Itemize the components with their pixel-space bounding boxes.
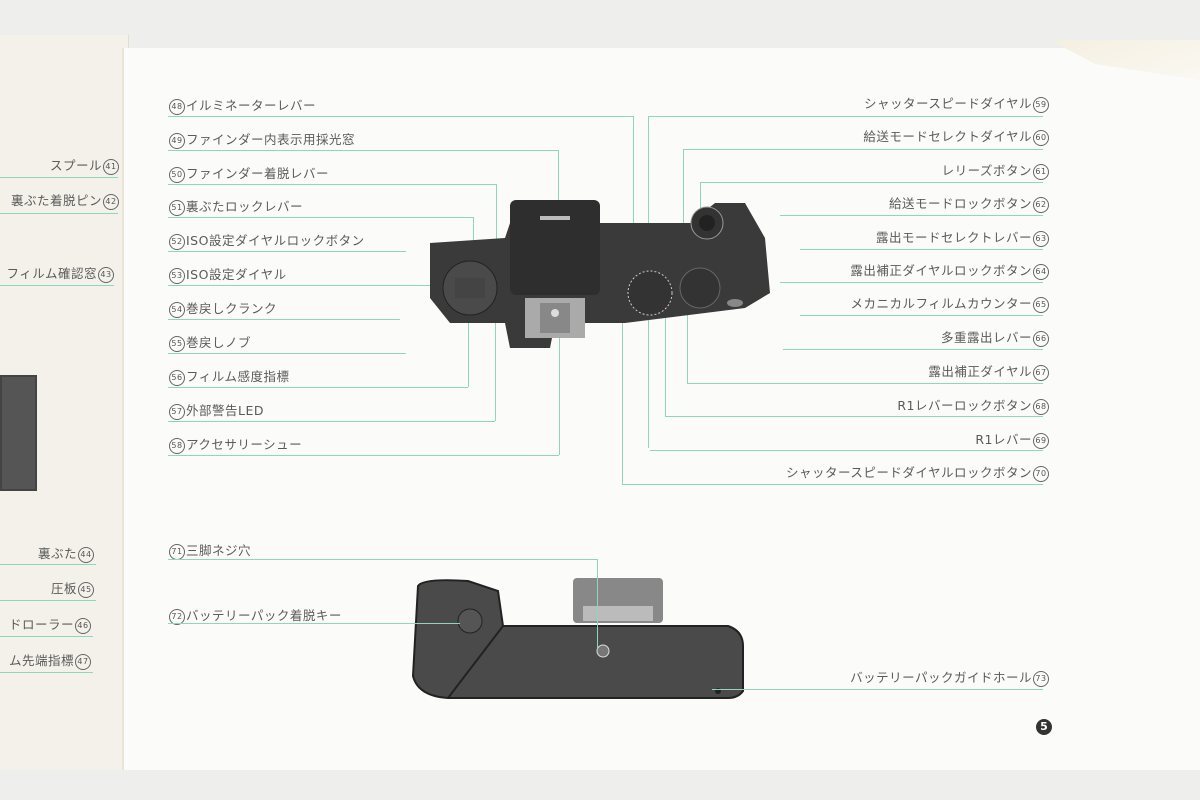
leader-line (700, 182, 1043, 183)
leader-line (168, 150, 558, 151)
leader-line (0, 177, 118, 178)
leader-line (700, 182, 701, 222)
leader-line (783, 349, 1043, 350)
leader-line (168, 387, 468, 388)
leader-line (622, 318, 623, 484)
leader-line (168, 217, 473, 218)
leader-line (168, 116, 633, 117)
leader-line (168, 455, 559, 456)
camera-top-view-image (430, 200, 770, 348)
leader-line (496, 184, 497, 272)
leader-line (0, 600, 96, 601)
leader-line (665, 313, 666, 416)
leader-line (665, 416, 1043, 417)
leader-line (0, 636, 93, 637)
leader-line (168, 559, 597, 560)
leader-line (712, 689, 1043, 690)
leader-line (468, 320, 469, 387)
leader-line (622, 484, 1043, 485)
leader-line (687, 312, 688, 383)
leader-line (780, 215, 1043, 216)
leader-line (597, 559, 598, 649)
leader-line (683, 149, 1043, 150)
leader-line (0, 213, 118, 214)
leader-line (495, 320, 496, 421)
leader-line (800, 315, 1043, 316)
leader-line (780, 282, 1043, 283)
leader-line (168, 285, 453, 286)
leader-line (168, 623, 460, 624)
leader-line (0, 564, 96, 565)
leader-line (168, 319, 400, 320)
leader-line (0, 672, 93, 673)
leader-line (648, 116, 1043, 117)
leader-line (0, 285, 114, 286)
leader-line (168, 184, 496, 185)
page-number: 5 (1036, 719, 1052, 735)
leader-line (168, 421, 495, 422)
leader-line (650, 450, 1043, 451)
leader-line (687, 383, 1043, 384)
camera-back-fragment (0, 375, 37, 491)
leader-line (633, 116, 634, 226)
leader-line (559, 335, 560, 455)
leader-line (168, 353, 406, 354)
leader-line (800, 249, 1043, 250)
leader-line (683, 149, 684, 224)
leader-line (168, 251, 406, 252)
camera-bottom-view-image (411, 578, 744, 699)
leader-line (558, 150, 559, 220)
